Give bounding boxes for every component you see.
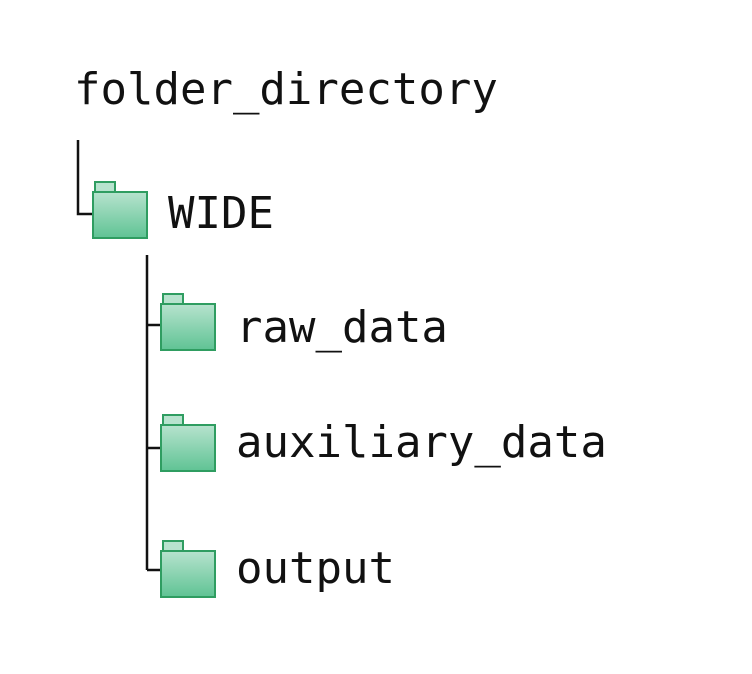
folder-label-auxiliary-data[interactable]: auxiliary_data [236, 417, 607, 468]
folder-icon [160, 414, 216, 472]
tree-connectors [76, 140, 160, 572]
folder-label-raw-data[interactable]: raw_data [236, 302, 448, 353]
root-folder-label[interactable]: folder_directory [74, 64, 498, 115]
folder-label-output[interactable]: output [236, 543, 395, 594]
folder-label-wide[interactable]: WIDE [168, 188, 274, 239]
folder-icon [160, 293, 216, 351]
folder-icon [160, 540, 216, 598]
folder-icon [92, 181, 148, 239]
connector-root-to-wide [76, 140, 93, 216]
